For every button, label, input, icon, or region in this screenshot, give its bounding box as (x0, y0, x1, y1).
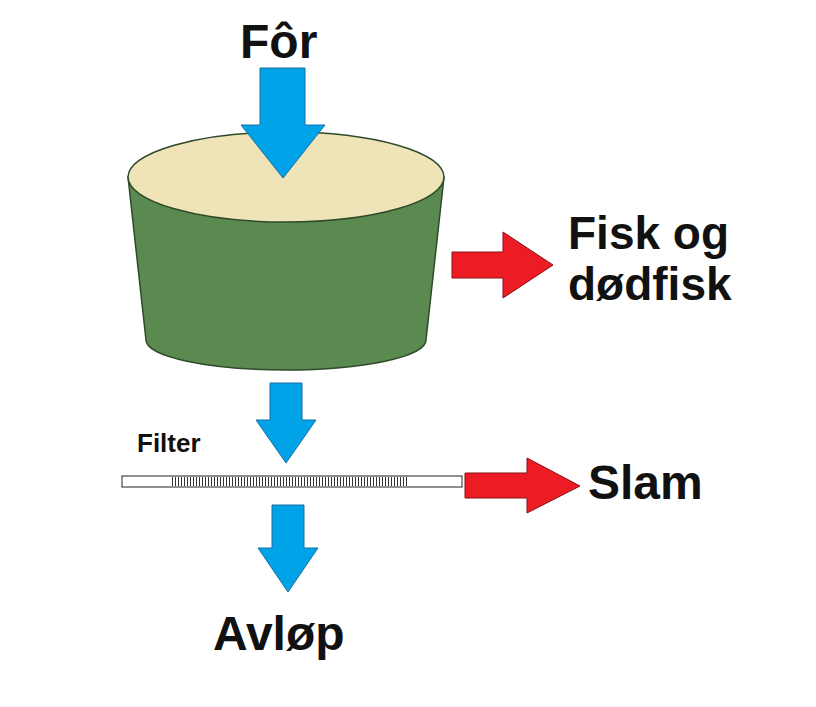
fish-label: Fisk og dødfisk (568, 208, 808, 309)
flow-arrow (256, 383, 316, 463)
filter-label: Filter (137, 428, 201, 459)
fish-out-arrow (452, 232, 553, 298)
sludge-out-arrow (465, 458, 580, 513)
sludge-label: Slam (588, 457, 703, 510)
filter-node: Filter (120, 428, 464, 491)
feed-arrow (241, 68, 325, 178)
outlet-label: Avløp (213, 608, 345, 661)
outlet-arrow (258, 505, 318, 592)
feed-label: Fôr (240, 16, 317, 69)
